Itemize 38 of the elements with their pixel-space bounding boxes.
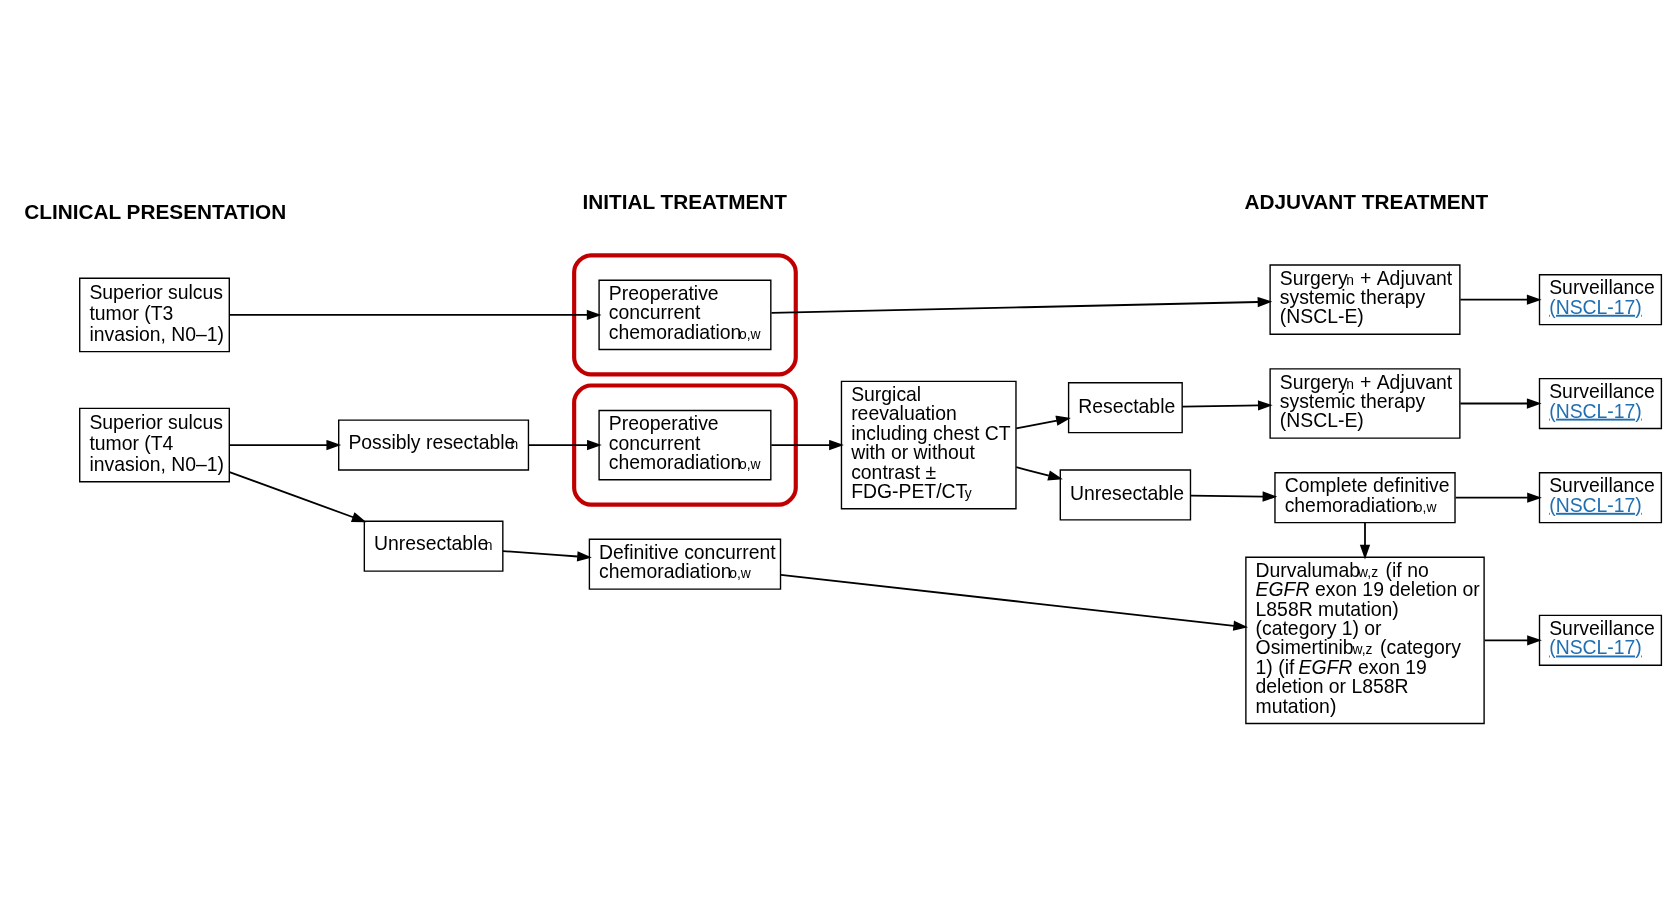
arrow xyxy=(228,309,602,320)
arrow xyxy=(1359,521,1371,559)
node-box: Superior sulcus tumor (T3 invasion, N0–1) xyxy=(79,277,230,352)
arrow xyxy=(770,296,1273,314)
arrow xyxy=(228,470,367,522)
node-box: Surgical reevaluation including chest CT with or without contrast ± FDG-PET/CTy xyxy=(840,380,1017,509)
arrow xyxy=(1015,465,1063,481)
label: INITIAL TREATMENT xyxy=(582,189,788,213)
node-box: Resectable xyxy=(1067,381,1183,433)
node-box: Durvalumabw,z (if no EGFR exon 19 deletion or L858R mutation) (category 1) or Osimertinibw,z (category 1) (if EGFR exon 19 deletion or L858R mutation) xyxy=(1245,556,1485,724)
label: ADJUVANT TREATMENT xyxy=(1244,189,1489,213)
arrow xyxy=(1459,397,1542,409)
node-box: Surveillance (NSCL-17) xyxy=(1538,273,1663,325)
arrow xyxy=(1015,415,1071,429)
node-box: Surveillance (NSCL-17) xyxy=(1538,614,1663,666)
arrow xyxy=(1459,294,1542,305)
cluster xyxy=(572,252,798,376)
cluster xyxy=(572,382,798,507)
node-box: Superior sulcus tumor (T4 invasion, N0–1) xyxy=(79,407,230,482)
arrow xyxy=(779,573,1249,631)
arrow xyxy=(770,439,844,450)
arrow xyxy=(1454,492,1542,503)
arrow xyxy=(527,439,602,450)
arrow xyxy=(1483,634,1542,645)
arrow xyxy=(1189,490,1278,502)
node-box: Surgeryn + Adjuvant systemic therapy (NSCL-E) xyxy=(1269,263,1461,335)
node-box: Unresectable xyxy=(1059,468,1192,521)
node-box: Definitive concurrent chemoradiationo,w xyxy=(588,538,782,590)
node-box: Surgeryn + Adjuvant systemic therapy (NSCL-E) xyxy=(1269,367,1461,439)
label: CLINICAL PRESENTATION xyxy=(24,199,287,223)
arrow xyxy=(1181,399,1273,411)
node-box: Surveillance (NSCL-17) xyxy=(1538,471,1663,523)
node-box: Preoperative concurrent chemoradiationo,w xyxy=(598,409,772,480)
node-box: Surveillance (NSCL-17) xyxy=(1538,377,1663,429)
node-box: Preoperative concurrent chemoradiationo,w xyxy=(598,279,772,350)
arrow xyxy=(228,439,342,450)
arrow xyxy=(502,549,592,562)
node-box: Complete definitive chemoradiationo,w xyxy=(1274,471,1456,523)
